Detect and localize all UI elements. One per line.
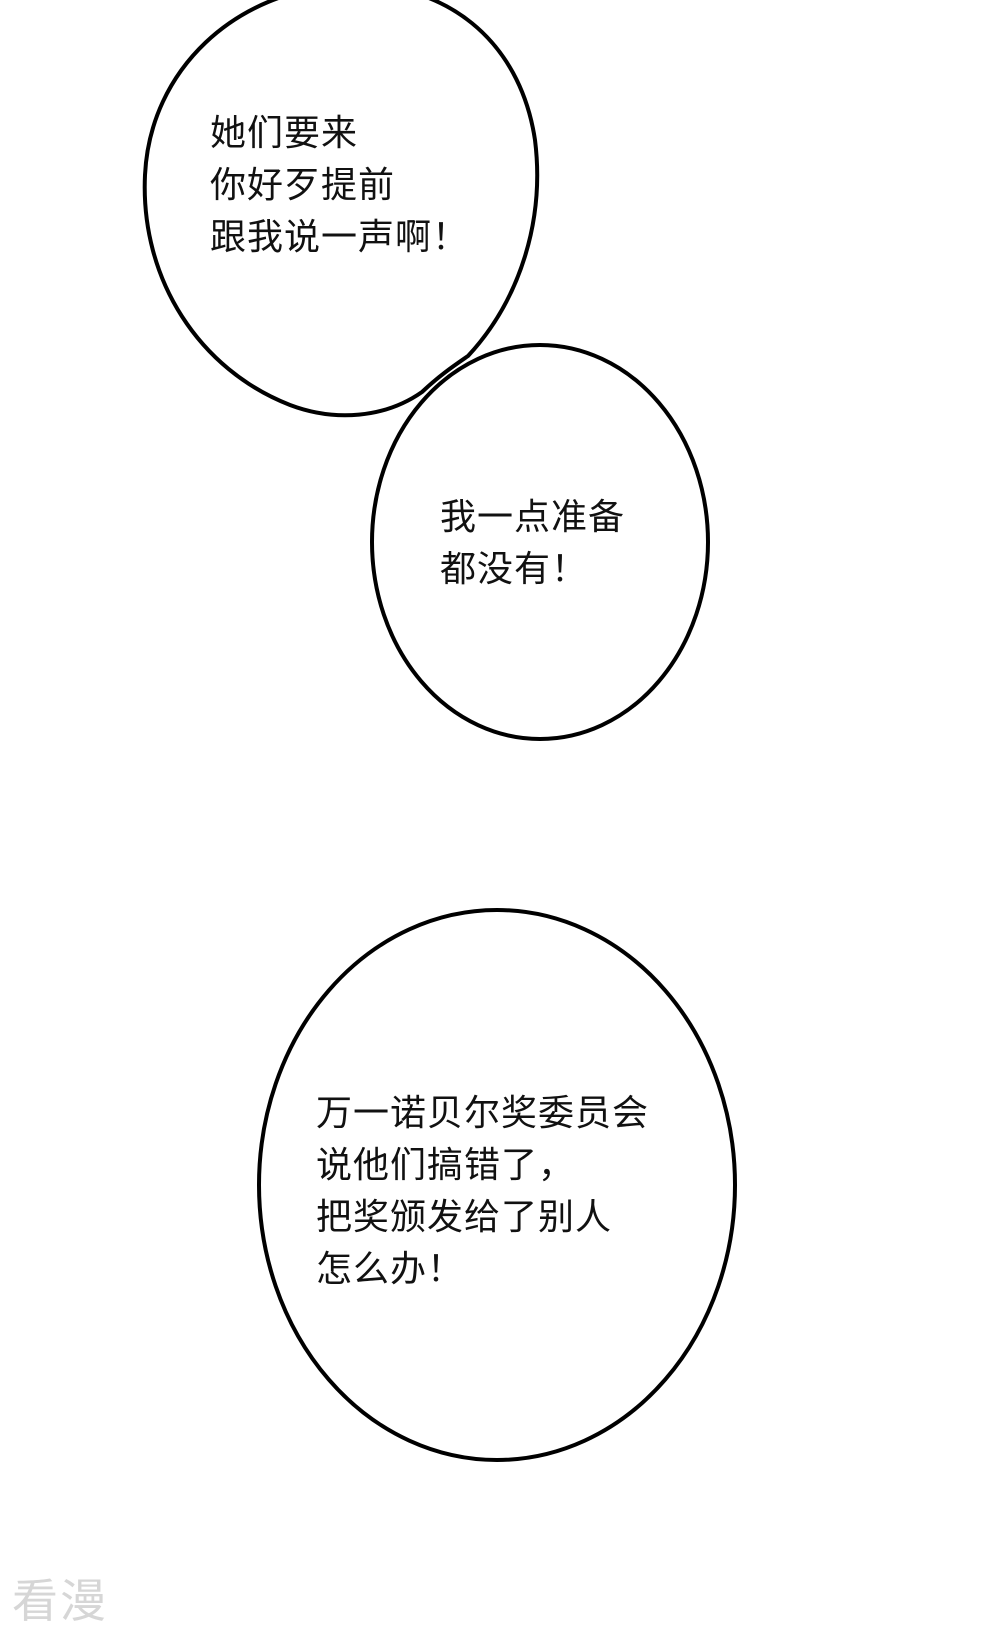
speech-bubble-1 bbox=[142, 0, 540, 418]
speech-line: 她们要来 bbox=[210, 113, 359, 154]
speech-line: 万一诺贝尔奖委员会 bbox=[316, 1093, 650, 1134]
speech-bubble-3-text: 万一诺贝尔奖委员会 说他们搞错了， 把奖颁发给了别人 怎么办！ bbox=[316, 1088, 649, 1296]
speech-bubble-2 bbox=[370, 343, 710, 741]
speech-bubble-1-text: 她们要来 你好歹提前 跟我说一声啊！ bbox=[210, 108, 469, 264]
speech-line: 都没有！ bbox=[440, 549, 589, 590]
speech-line: 我一点准备 bbox=[440, 497, 626, 538]
speech-line: 跟我说一声啊！ bbox=[210, 217, 470, 258]
speech-line: 说他们搞错了， bbox=[316, 1145, 576, 1186]
watermark: 看漫 bbox=[12, 1574, 108, 1628]
speech-bubble-3 bbox=[257, 908, 737, 1462]
speech-line: 你好歹提前 bbox=[210, 165, 396, 206]
speech-line: 怎么办！ bbox=[316, 1249, 465, 1290]
speech-bubble-2-text: 我一点准备 都没有！ bbox=[440, 492, 625, 596]
speech-line: 把奖颁发给了别人 bbox=[316, 1197, 613, 1238]
